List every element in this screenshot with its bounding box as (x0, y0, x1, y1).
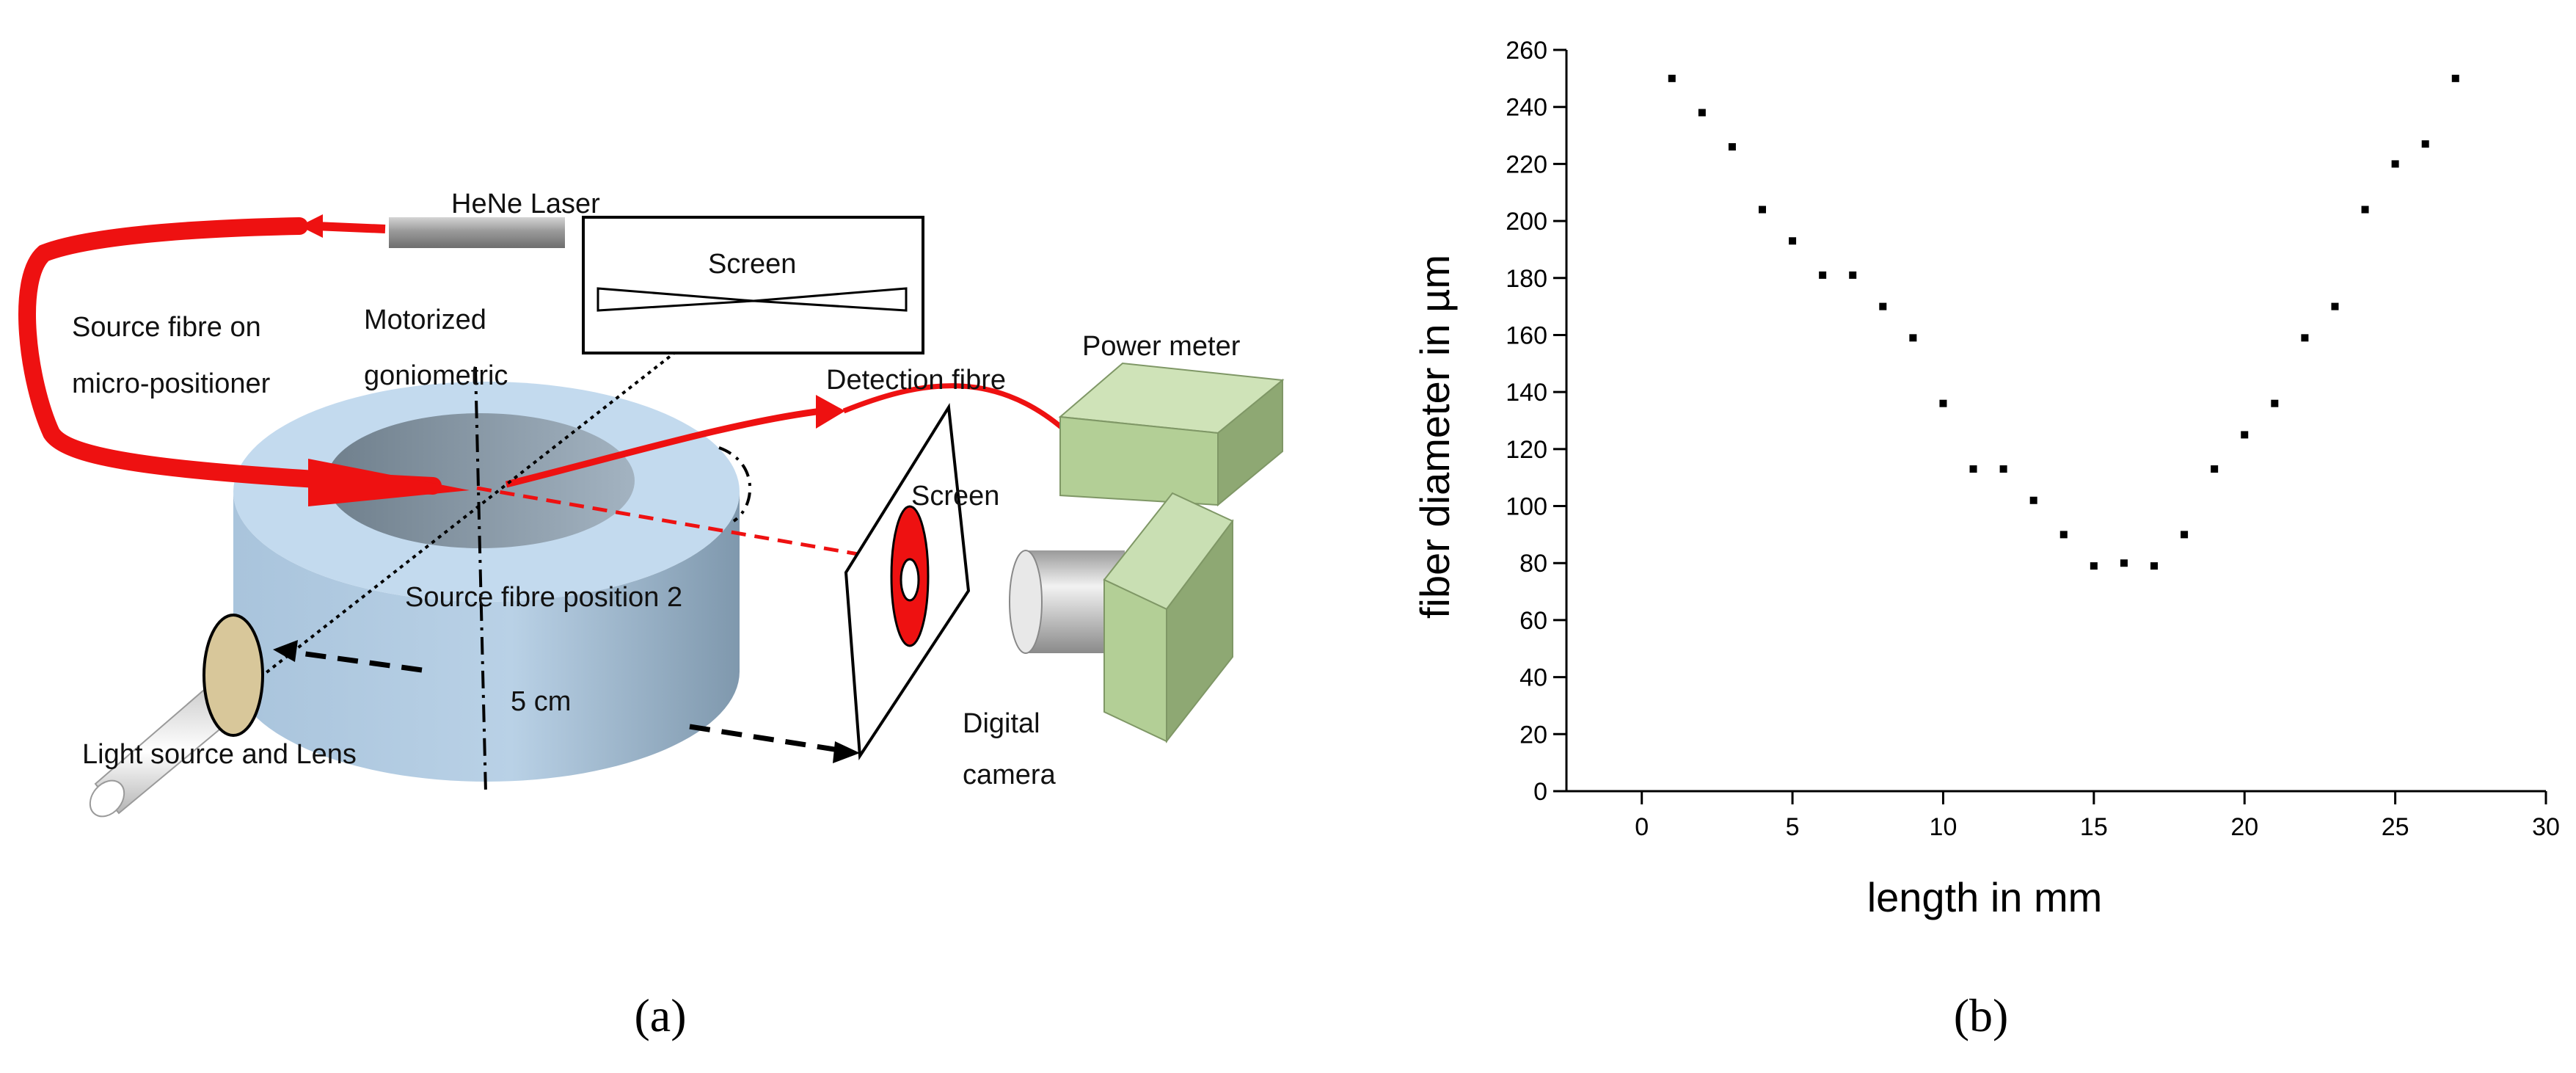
y-tick-label: 60 (1519, 607, 1547, 635)
y-tick-label: 240 (1506, 94, 1547, 122)
source-position-2-label: Source fibre position 2 (405, 582, 682, 613)
y-axis-label: fiber diameter in µm (1412, 255, 1458, 619)
camera-label-2: camera (963, 760, 1057, 790)
light-source (89, 614, 264, 818)
data-point (2241, 431, 2249, 439)
source-fibre-label-1: Source fibre on (72, 312, 261, 343)
x-tick-label: 30 (2532, 813, 2560, 841)
source-fibre-label-2: micro-positioner (72, 368, 271, 399)
data-point (1819, 271, 1827, 279)
y-tick-label: 20 (1519, 721, 1547, 749)
rotation-axis (474, 366, 487, 793)
x-tick-label: 0 (1635, 813, 1649, 841)
data-point (2301, 334, 2309, 342)
caption-a: (a) (634, 989, 686, 1041)
power-meter: Power meter (1058, 331, 1285, 507)
motorized-label-1: Motorized (364, 305, 486, 335)
data-point (1728, 143, 1736, 151)
data-point (2090, 562, 2098, 570)
data-point (2391, 160, 2399, 168)
data-point (2029, 496, 2037, 504)
screen-panel: Screen (844, 403, 999, 760)
screen-box: Screen (582, 216, 924, 354)
data-point (1909, 334, 1917, 342)
detection-fibre (505, 383, 1066, 488)
y-tick-label: 120 (1506, 436, 1547, 464)
y-tick-label: 40 (1519, 664, 1547, 692)
data-point (2150, 562, 2158, 570)
x-axis-label: length in mm (1867, 874, 2103, 920)
y-tick-label: 200 (1506, 208, 1547, 236)
distance-label: 5 cm (511, 686, 571, 717)
goniometer-ring (233, 382, 740, 782)
x-tick-label: 20 (2230, 813, 2258, 841)
data-point (1849, 271, 1857, 279)
y-tick-label: 100 (1506, 493, 1547, 521)
laser-label: HeNe Laser (451, 189, 600, 219)
data-point (1698, 109, 1706, 117)
source-fibre (18, 214, 470, 506)
power-meter-label: Power meter (1082, 331, 1241, 362)
data-point (2331, 302, 2339, 310)
y-tick-label: 160 (1506, 321, 1547, 349)
diameter-chart: 0 20 40 60 80 100 120 140 160 180 200 220 240 260 0 5 1… (1412, 37, 2560, 920)
motorized-label-2: goniometric (364, 360, 508, 391)
data-point (1999, 465, 2007, 473)
optical-axis-dotted (233, 325, 709, 699)
data-point (2271, 399, 2279, 407)
screen-box-label: Screen (708, 249, 796, 280)
data-point (2451, 74, 2459, 82)
y-tick-label: 0 (1533, 778, 1547, 806)
light-source-label: Light source and Lens (82, 739, 357, 770)
data-point (1879, 302, 1887, 310)
x-tick-label: 10 (1930, 813, 1957, 841)
y-tick-label: 220 (1506, 150, 1547, 178)
data-point (2361, 205, 2369, 214)
y-tick-label: 140 (1506, 379, 1547, 407)
detection-fibre-label: Detection fibre (826, 365, 1006, 396)
data-point (2181, 531, 2189, 539)
data-point (2120, 559, 2128, 567)
data-point (2059, 531, 2068, 539)
lens-icon (202, 614, 264, 737)
data-point (2421, 140, 2429, 148)
data-point (1789, 237, 1797, 245)
data-point (1939, 399, 1947, 407)
rotation-arc (718, 446, 752, 523)
digital-camera: Digital camera (963, 492, 1234, 790)
setup-diagram: HeNe Laser (18, 189, 1285, 818)
screen-panel-label: Screen (911, 481, 999, 512)
caption-b: (b) (1954, 989, 2009, 1041)
y-tick-label: 180 (1506, 265, 1547, 293)
data-point (2211, 465, 2219, 473)
data-point (1668, 74, 1676, 82)
dashed-arrows (273, 640, 860, 763)
laser-body (389, 217, 565, 248)
y-tick-label: 80 (1519, 550, 1547, 578)
x-tick-label: 15 (2080, 813, 2108, 841)
x-tick-label: 5 (1786, 813, 1800, 841)
camera-label-1: Digital (963, 708, 1040, 739)
y-tick-label: 260 (1506, 37, 1547, 65)
data-point (1759, 205, 1766, 214)
x-tick-label: 25 (2382, 813, 2409, 841)
data-point (1969, 465, 1977, 473)
